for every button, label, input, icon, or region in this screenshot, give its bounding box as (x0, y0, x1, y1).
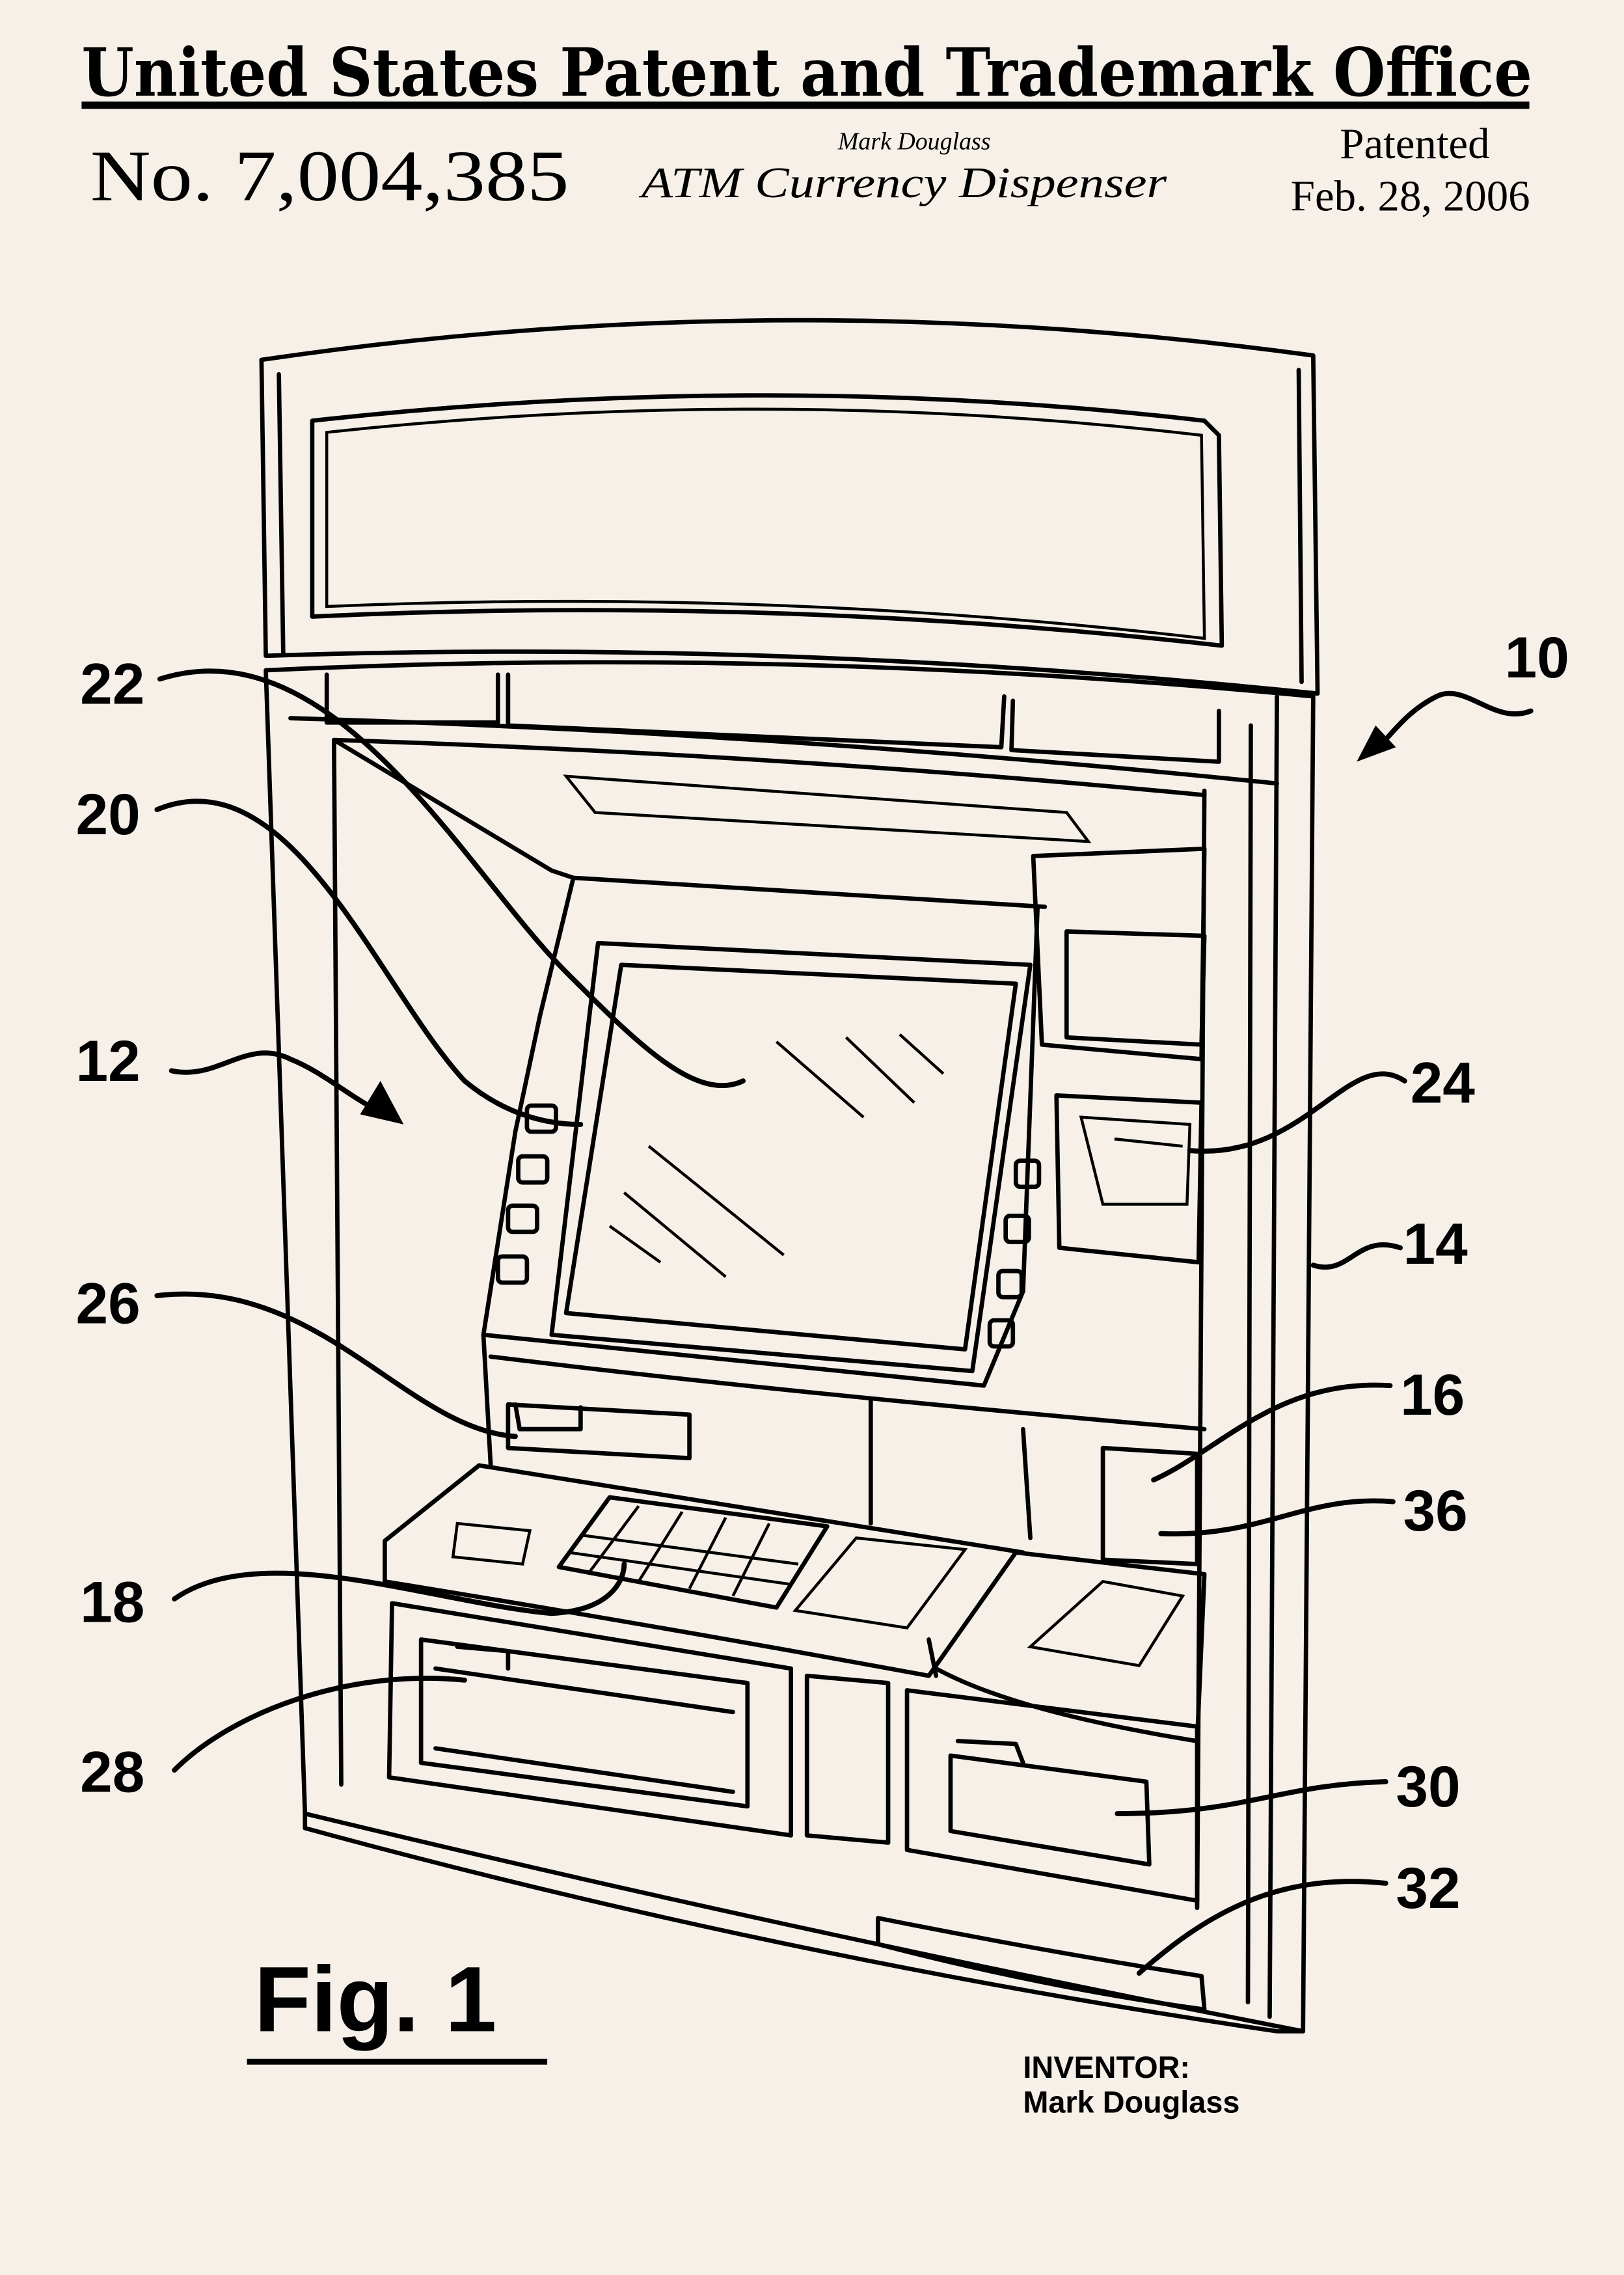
ref-14: 14 (1403, 1211, 1468, 1276)
patented-label: Patented (1340, 120, 1489, 168)
patent-number: No. 7,004,385 (90, 137, 569, 217)
ref-36: 36 (1403, 1478, 1468, 1543)
figure-underline (247, 2058, 548, 2065)
ref-26: 26 (75, 1270, 140, 1335)
inventor-label: INVENTOR: (1023, 2050, 1190, 2084)
keypad (556, 1495, 830, 1610)
inventor-name: Mark Douglass (1023, 2085, 1239, 2119)
invention-title: ATM Currency Dispenser (638, 159, 1167, 207)
leader-lines (154, 668, 1534, 1976)
title-rule (81, 102, 1530, 109)
ref-32: 32 (1396, 1855, 1460, 1920)
ref-12: 12 (75, 1028, 140, 1093)
reference-numerals: 22 20 12 26 18 28 10 24 14 16 36 30 32 (75, 625, 1569, 1920)
ref-10: 10 (1505, 625, 1569, 690)
ref-16: 16 (1400, 1362, 1465, 1427)
atm-drawing (259, 318, 1320, 2034)
ref-18: 18 (80, 1570, 144, 1635)
inventor-name-small: Mark Douglass (837, 128, 991, 156)
office-title: United States Patent and Trademark Offic… (81, 34, 1532, 112)
ref-20: 20 (75, 782, 140, 847)
figure-label: Fig. 1 (254, 1948, 497, 2051)
ref-22: 22 (80, 651, 144, 716)
ref-30: 30 (1396, 1754, 1460, 1819)
ref-24: 24 (1411, 1050, 1476, 1115)
ref-28: 28 (80, 1739, 144, 1805)
side-keys (495, 1103, 1042, 1349)
patent-date: Feb. 28, 2006 (1291, 172, 1530, 220)
